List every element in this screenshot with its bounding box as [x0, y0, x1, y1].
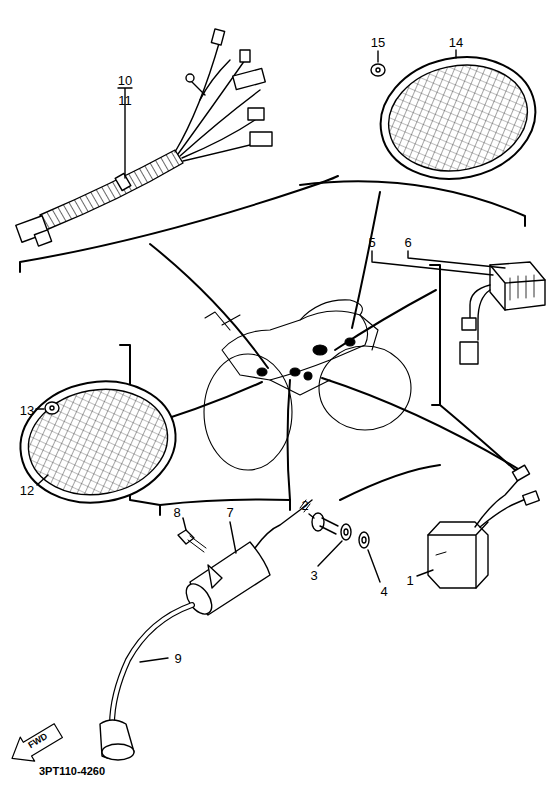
- reflector: [369, 43, 547, 193]
- wire-harness: [16, 29, 272, 246]
- callout-number: 6: [404, 236, 411, 249]
- diagram-code: 3PT110-4260: [39, 766, 105, 777]
- group-bracket: [20, 176, 525, 515]
- callout-number: 13: [20, 404, 34, 417]
- callout-number: 12: [20, 484, 34, 497]
- reflector: [11, 369, 185, 514]
- callout-number: 4: [380, 585, 387, 598]
- callout-number: 9: [174, 652, 181, 665]
- callout-number: 8: [173, 506, 180, 519]
- washer: [318, 524, 351, 566]
- callout-number: 11: [118, 94, 132, 107]
- callout-number: 1: [406, 574, 413, 587]
- callout-number: 2: [301, 499, 308, 512]
- ignition-coil: [181, 500, 312, 619]
- guide-line: [130, 192, 520, 500]
- callout-number: 15: [371, 36, 385, 49]
- callout-number: 10: [118, 74, 132, 87]
- relay: [372, 251, 545, 364]
- callout-number: 3: [310, 569, 317, 582]
- bolt: [178, 518, 206, 552]
- washer: [359, 532, 380, 582]
- cdi-unit: [417, 465, 539, 588]
- motorcycle-sketch: [204, 300, 411, 470]
- nut: [371, 51, 385, 76]
- callout-number: 7: [226, 506, 233, 519]
- direction-label: FWD: [27, 732, 49, 750]
- forward-arrow: [5, 719, 66, 771]
- bolt: [309, 513, 338, 534]
- callout-number: 14: [449, 36, 463, 49]
- nut: [36, 402, 59, 485]
- callout-number: 5: [368, 236, 375, 249]
- spark-plug-cap: [100, 605, 192, 760]
